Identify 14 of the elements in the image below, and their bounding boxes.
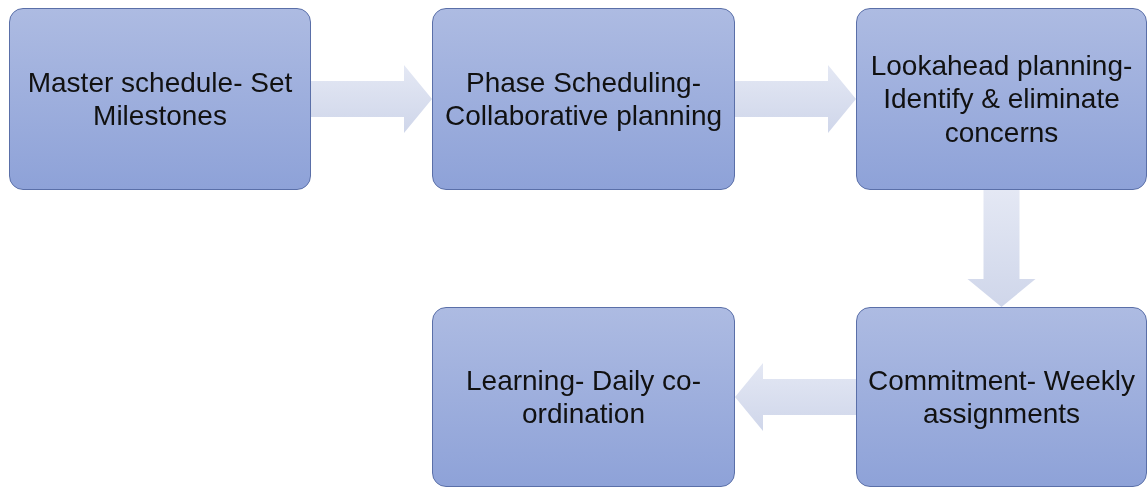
box-text: Lookahead planning- Identify & eliminate concerns	[869, 49, 1134, 149]
process-box	[432, 307, 735, 487]
box-text: Commitment- Weekly assignments	[867, 363, 1136, 431]
block-arrow	[967, 190, 1036, 307]
block-arrow	[735, 65, 856, 133]
box-text: Phase Scheduling- Collaborative planning	[443, 65, 724, 133]
block-arrow	[735, 363, 856, 431]
process-box	[9, 8, 311, 190]
box-text: Master schedule- Set Milestones	[26, 65, 294, 133]
process-box	[856, 8, 1147, 190]
block-arrow	[311, 65, 432, 133]
process-box	[432, 8, 735, 190]
box-text: Learning- Daily co-ordination	[465, 363, 702, 431]
process-box	[856, 307, 1147, 487]
